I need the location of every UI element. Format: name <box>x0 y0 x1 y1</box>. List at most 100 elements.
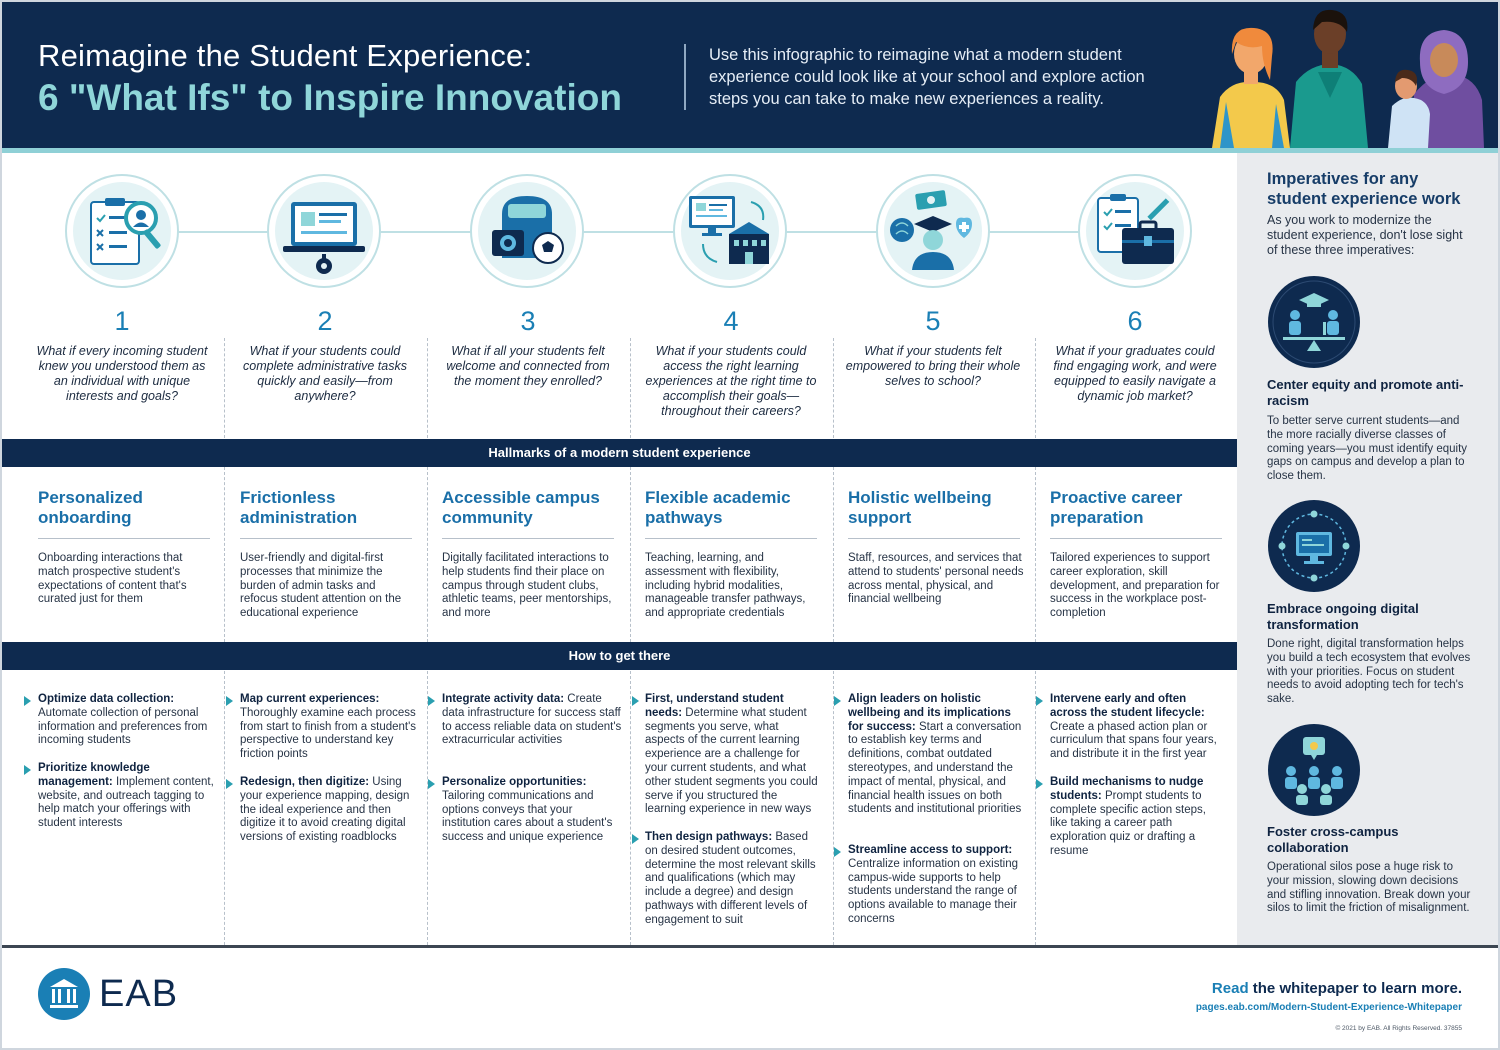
column-divider <box>427 338 428 438</box>
column-divider <box>630 467 631 642</box>
step-6b: Build mechanisms to nudge students: Prom… <box>1050 776 1206 857</box>
column-divider <box>224 671 225 945</box>
bullet-triangle-icon <box>226 696 233 706</box>
hallmark-text-4: Teaching, learning, and assessment with … <box>645 552 806 620</box>
imperative-title-collaboration: Foster cross-campus collaboration <box>1267 824 1399 855</box>
step-5b: Streamline access to support: Centralize… <box>848 844 1019 925</box>
column-divider <box>1035 467 1036 642</box>
sidebar-title: Imperatives for any student experience w… <box>1267 170 1461 208</box>
digital-network-icon <box>1268 500 1360 592</box>
imperative-text-collaboration: Operational silos pose a huge risk to yo… <box>1267 861 1471 915</box>
hallmark-title-2: Frictionless administration <box>240 488 358 527</box>
imperative-title-digital: Embrace ongoing digital transformation <box>1267 601 1419 632</box>
step-2b: Redesign, then digitize: Using your expe… <box>240 776 410 844</box>
column-divider <box>1035 671 1036 945</box>
whitepaper-link[interactable]: pages.eab.com/Modern-Student-Experience-… <box>1195 1002 1462 1013</box>
backpack-soccer-ball-icon <box>470 174 584 288</box>
collaboration-group-icon <box>1268 724 1360 816</box>
eab-brand-name: EAB <box>99 973 179 1015</box>
what-if-number-6: 6 <box>1127 306 1143 336</box>
step-4a: First, understand student needs: Determi… <box>645 693 818 816</box>
hallmark-rule <box>442 538 614 539</box>
column-divider <box>630 671 631 945</box>
hallmark-rule <box>240 538 412 539</box>
step-1b: Prioritize knowledge management: Impleme… <box>38 762 214 830</box>
step-1a: Optimize data collection: Automate colle… <box>38 693 208 747</box>
monitor-campus-icon <box>673 174 787 288</box>
column-divider <box>427 467 428 642</box>
bullet-triangle-icon <box>632 834 639 844</box>
hallmark-title-3: Accessible campus community <box>442 488 600 527</box>
bullet-triangle-icon <box>428 779 435 789</box>
hallmark-text-1: Onboarding interactions that match prosp… <box>38 552 187 606</box>
bullet-triangle-icon <box>428 696 435 706</box>
hallmark-text-5: Staff, resources, and services that atte… <box>848 552 1024 606</box>
hallmark-title-4: Flexible academic pathways <box>645 488 791 527</box>
bullet-triangle-icon <box>24 696 31 706</box>
column-divider <box>1035 338 1036 438</box>
step-4b: Then design pathways: Based on desired s… <box>645 831 816 926</box>
hallmarks-band: Hallmarks of a modern student experience <box>2 439 1237 467</box>
what-if-number-1: 1 <box>114 306 130 336</box>
imperative-text-equity: To better serve current students—and the… <box>1267 415 1468 483</box>
what-if-question-6: What if your graduates could find engagi… <box>1053 344 1217 403</box>
imperatives-sidebar: Imperatives for any student experience w… <box>1237 153 1498 946</box>
column-divider <box>833 467 834 642</box>
column-divider <box>833 671 834 945</box>
what-if-number-2: 2 <box>317 306 333 336</box>
students-illustration-icon <box>1212 9 1484 148</box>
step-6a: Intervene early and often across the stu… <box>1050 693 1217 761</box>
hallmark-text-3: Digitally facilitated interactions to he… <box>442 552 612 620</box>
bullet-triangle-icon <box>1036 696 1043 706</box>
what-if-number-4: 4 <box>723 306 739 336</box>
eab-columns-logo-icon <box>38 968 90 1020</box>
step-3a: Integrate activity data: Create data inf… <box>442 693 622 747</box>
imperative-title-equity: Center equity and promote anti-racism <box>1267 377 1464 408</box>
header-banner: Reimagine the Student Experience: 6 "Wha… <box>2 2 1498 148</box>
page-title-line1: Reimagine the Student Experience: <box>38 38 533 73</box>
bullet-triangle-icon <box>834 847 841 857</box>
hallmark-rule <box>1050 538 1222 539</box>
copyright-notice: © 2021 by EAB. All Rights Reserved. 3785… <box>1335 1025 1462 1032</box>
how-to-band: How to get there <box>2 642 1237 670</box>
hallmark-rule <box>645 538 817 539</box>
step-5a: Align leaders on holistic wellbeing and … <box>848 693 1022 816</box>
what-if-question-4: What if your students could access the r… <box>645 344 817 418</box>
step-3b: Personalize opportunities: Tailoring com… <box>442 776 613 844</box>
imperative-text-digital: Done right, digital transformation helps… <box>1267 638 1471 706</box>
header-intro: Use this infographic to reimagine what a… <box>709 46 1145 108</box>
hallmark-title-6: Proactive career preparation <box>1050 488 1183 527</box>
hallmark-rule <box>848 538 1020 539</box>
what-if-question-1: What if every incoming student knew you … <box>36 344 208 403</box>
bullet-triangle-icon <box>834 696 841 706</box>
equity-balance-icon <box>1268 276 1360 368</box>
column-divider <box>224 467 225 642</box>
what-if-question-2: What if your students could complete adm… <box>243 344 407 403</box>
what-if-number-5: 5 <box>925 306 941 336</box>
icon-connector-line <box>120 231 1135 233</box>
column-divider <box>427 671 428 945</box>
step-2a: Map current experiences: Thoroughly exam… <box>240 693 417 761</box>
hallmark-title-5: Holistic wellbeing support <box>848 488 992 527</box>
bullet-triangle-icon <box>1036 779 1043 789</box>
bullet-triangle-icon <box>226 779 233 789</box>
laptop-gear-icon <box>267 174 381 288</box>
bullet-triangle-icon <box>24 765 31 775</box>
column-divider <box>630 338 631 438</box>
graduate-wellbeing-icon <box>876 174 990 288</box>
hallmark-text-6: Tailored experiences to support career e… <box>1050 552 1220 620</box>
read-whitepaper-cta[interactable]: Read the whitepaper to learn more. <box>1211 980 1462 997</box>
header-divider <box>684 44 686 110</box>
what-if-number-3: 3 <box>520 306 536 336</box>
clipboard-magnifier-icon <box>65 174 179 288</box>
column-divider <box>224 338 225 438</box>
hallmark-rule <box>38 538 210 539</box>
header-accent-line <box>2 148 1498 153</box>
what-if-question-5: What if your students felt empowered to … <box>845 344 1021 388</box>
what-if-question-3: What if all your students felt welcome a… <box>446 344 610 388</box>
hallmark-title-1: Personalized onboarding <box>38 488 143 527</box>
sidebar-intro: As you work to modernize the student exp… <box>1267 213 1463 257</box>
clipboard-briefcase-icon <box>1078 174 1192 288</box>
column-divider <box>833 338 834 438</box>
